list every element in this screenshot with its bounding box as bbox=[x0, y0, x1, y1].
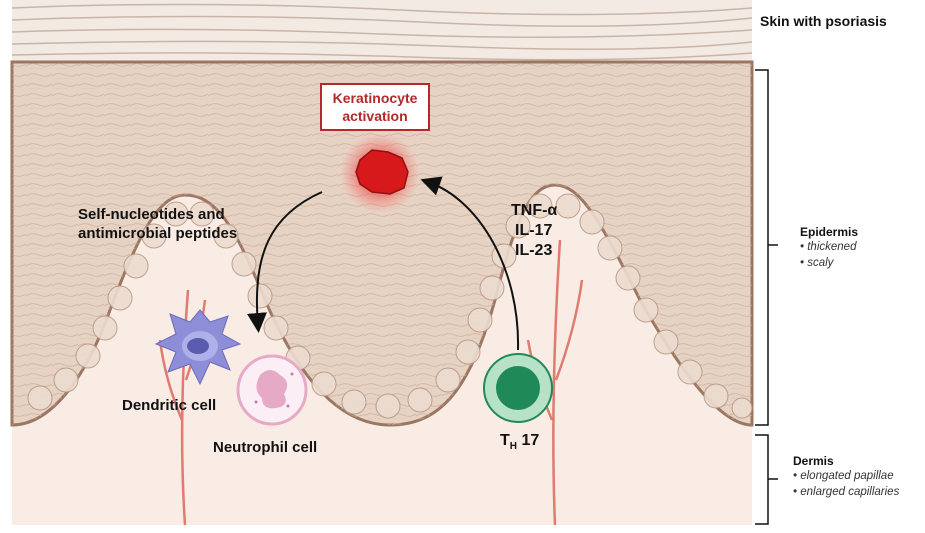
figure-title: Skin with psoriasis bbox=[760, 13, 887, 29]
keratinocyte-cell bbox=[355, 149, 409, 195]
signal-left-line2: antimicrobial peptides bbox=[78, 225, 238, 242]
cytokine-il23: IL-23 bbox=[515, 242, 553, 259]
arrow-to-keratinocyte bbox=[420, 176, 520, 351]
stratum-corneum bbox=[11, 0, 753, 62]
dermis-title: Dermis bbox=[793, 454, 834, 468]
dendritic-cell-label: Dendritic cell bbox=[122, 397, 217, 414]
neutrophil-cell-label: Neutrophil cell bbox=[213, 439, 318, 456]
dermis-item-2: • enlarged capillaries bbox=[793, 486, 900, 498]
keratinocyte-label-line1: Keratinocyte bbox=[332, 90, 418, 106]
epidermis-item-1: • thickened bbox=[800, 241, 857, 253]
keratinocyte-activation-box: Keratinocyte activation bbox=[320, 83, 430, 131]
th17-label: TH 17 bbox=[500, 432, 540, 453]
dermis-bracket bbox=[755, 434, 769, 525]
keratinocyte-label-line2: activation bbox=[342, 108, 408, 124]
epidermis-bracket bbox=[755, 69, 769, 426]
signal-left-line1: Self-nucleotides and bbox=[78, 206, 225, 223]
dendritic-cell bbox=[154, 309, 242, 386]
cytokine-tnf: TNF-α bbox=[511, 202, 558, 219]
epidermis-title: Epidermis bbox=[800, 225, 859, 239]
arrow-to-immune-cells bbox=[247, 191, 323, 333]
neutrophil-cell bbox=[236, 354, 308, 426]
epidermis-item-2: • scaly bbox=[800, 257, 834, 269]
dermis-item-1: • elongated papillae bbox=[793, 470, 894, 482]
th17-cell bbox=[483, 353, 553, 423]
cytokine-il17: IL-17 bbox=[515, 222, 553, 239]
